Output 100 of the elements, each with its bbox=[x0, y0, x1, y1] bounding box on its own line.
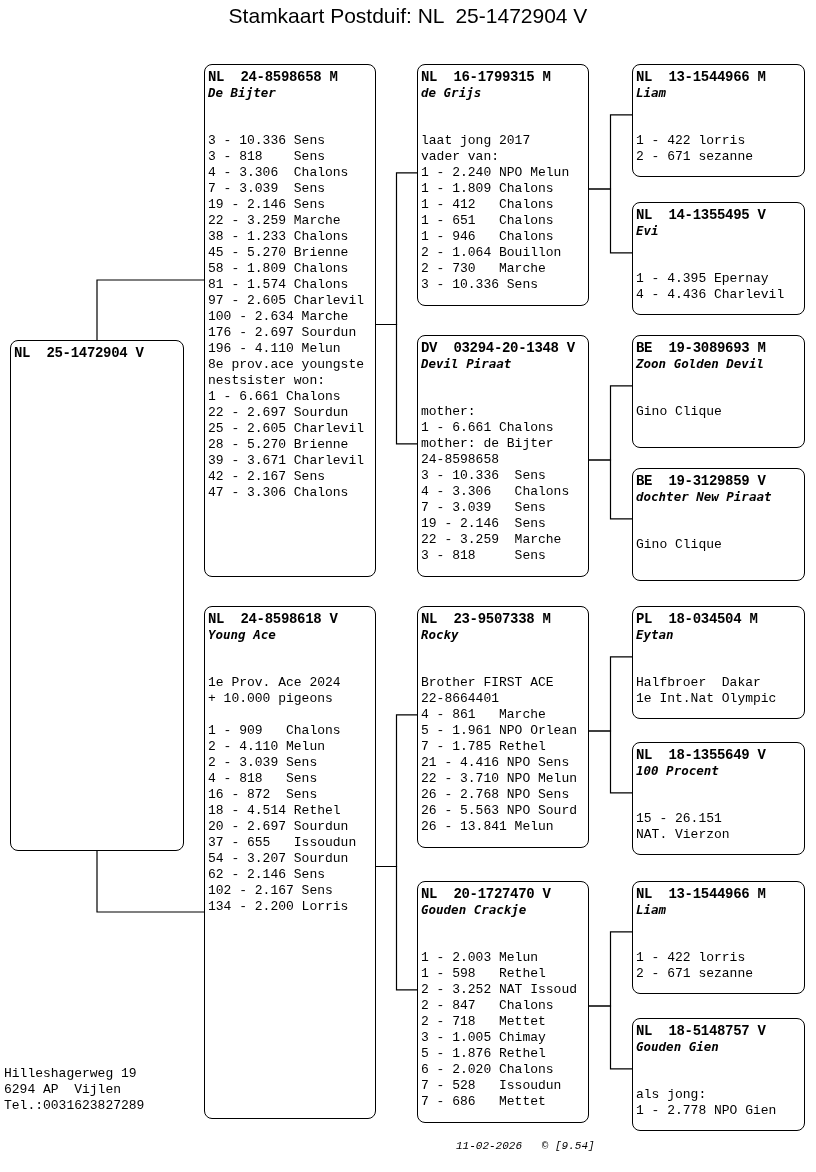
pigeon-name: Young Ace bbox=[208, 627, 276, 643]
connector-line bbox=[588, 459, 633, 520]
pigeon-name: Devil Piraat bbox=[421, 356, 512, 372]
pedigree-card bbox=[632, 742, 805, 855]
pigeon-name: Liam bbox=[636, 85, 667, 101]
result-line: Halfbroer Dakar bbox=[636, 675, 761, 691]
result-line: 3 - 10.336 Sens bbox=[421, 277, 539, 293]
pigeon-name: Zoon Golden Devil bbox=[636, 356, 764, 372]
ring-number: PL 18-034504 M bbox=[636, 611, 758, 627]
result-line: 26 - 2.768 NPO Sens bbox=[421, 787, 570, 803]
result-line: 81 - 1.574 Chalons bbox=[208, 277, 349, 293]
ring-number: NL 16-1799315 M bbox=[421, 69, 551, 85]
connector-line bbox=[96, 279, 205, 341]
result-line: 102 - 2.167 Sens bbox=[208, 883, 333, 899]
pedigree-card bbox=[632, 64, 805, 177]
result-line: 62 - 2.146 Sens bbox=[208, 867, 326, 883]
result-line: 1 - 2.778 NPO Gien bbox=[636, 1103, 777, 1119]
result-line: 2 - 671 sezanne bbox=[636, 966, 754, 982]
result-line: 28 - 5.270 Brienne bbox=[208, 437, 349, 453]
result-line: 4 - 3.306 Chalons bbox=[208, 165, 349, 181]
pigeon-name: Liam bbox=[636, 902, 667, 918]
result-line: 16 - 872 Sens bbox=[208, 787, 318, 803]
pedigree-card bbox=[204, 64, 376, 577]
pigeon-name: Gouden Gien bbox=[636, 1039, 719, 1055]
result-line: 1 - 6.661 Chalons bbox=[208, 389, 341, 405]
result-line: 5 - 1.961 NPO Orlean bbox=[421, 723, 578, 739]
pedigree-card bbox=[632, 881, 805, 994]
ring-number: NL 14-1355495 V bbox=[636, 207, 766, 223]
pedigree-card bbox=[632, 468, 805, 581]
result-line: 45 - 5.270 Brienne bbox=[208, 245, 349, 261]
result-line: 100 - 2.634 Marche bbox=[208, 309, 349, 325]
result-line: 1 - 598 Rethel bbox=[421, 966, 546, 982]
ring-number: NL 13-1544966 M bbox=[636, 69, 766, 85]
ring-number: NL 24-8598658 M bbox=[208, 69, 338, 85]
result-line: 22 - 3.259 Marche bbox=[421, 532, 562, 548]
result-line: 19 - 2.146 Sens bbox=[208, 197, 326, 213]
result-line: 1e Prov. Ace 2024 bbox=[208, 675, 341, 691]
result-line: 38 - 1.233 Chalons bbox=[208, 229, 349, 245]
result-line: 3 - 818 Sens bbox=[208, 149, 326, 165]
address-line: Hilleshagerweg 19 bbox=[4, 1066, 137, 1082]
result-line: nestsister won: bbox=[208, 373, 326, 389]
result-line: 1 - 2.240 NPO Melun bbox=[421, 165, 570, 181]
result-line: 4 - 4.436 Charlevil bbox=[636, 287, 785, 303]
result-line: 1 - 422 lorris bbox=[636, 133, 746, 149]
result-line: 21 - 4.416 NPO Sens bbox=[421, 755, 570, 771]
result-line: 26 - 5.563 NPO Sourd bbox=[421, 803, 578, 819]
result-line: 1 - 1.809 Chalons bbox=[421, 181, 554, 197]
pigeon-name: Rocky bbox=[421, 627, 459, 643]
result-line: 6 - 2.020 Chalons bbox=[421, 1062, 554, 1078]
pigeon-name: Eytan bbox=[636, 627, 674, 643]
pedigree-card bbox=[417, 64, 589, 306]
result-line: 19 - 2.146 Sens bbox=[421, 516, 546, 532]
result-line: 3 - 10.336 Sens bbox=[421, 468, 546, 484]
result-line: 97 - 2.605 Charlevil bbox=[208, 293, 365, 309]
pedigree-card bbox=[204, 606, 376, 1119]
connector-line bbox=[588, 730, 633, 794]
result-line: 7 - 528 Issoudun bbox=[421, 1078, 562, 1094]
result-line: 39 - 3.671 Charlevil bbox=[208, 453, 365, 469]
result-line: 1 - 412 Chalons bbox=[421, 197, 554, 213]
result-line: 7 - 1.785 Rethel bbox=[421, 739, 546, 755]
pigeon-name: Evi bbox=[636, 223, 659, 239]
result-line: 1e Int.Nat Olympic bbox=[636, 691, 777, 707]
result-line: 22-8664401 bbox=[421, 691, 499, 707]
result-line: 15 - 26.151 bbox=[636, 811, 722, 827]
result-line: als jong: bbox=[636, 1087, 707, 1103]
ring-number: NL 18-5148757 V bbox=[636, 1023, 766, 1039]
result-line: vader van: bbox=[421, 149, 499, 165]
pedigree-card bbox=[417, 606, 589, 848]
result-line: 2 - 718 Mettet bbox=[421, 1014, 546, 1030]
ring-number: DV 03294-20-1348 V bbox=[421, 340, 575, 356]
pedigree-card bbox=[632, 606, 805, 719]
result-line: 7 - 3.039 Sens bbox=[208, 181, 326, 197]
result-line: 22 - 3.710 NPO Melun bbox=[421, 771, 578, 787]
result-line: 1 - 651 Chalons bbox=[421, 213, 554, 229]
ring-number: NL 20-1727470 V bbox=[421, 886, 551, 902]
ring-number: NL 13-1544966 M bbox=[636, 886, 766, 902]
result-line: 20 - 2.697 Sourdun bbox=[208, 819, 349, 835]
pigeon-name: 100 Procent bbox=[636, 763, 719, 779]
connector-line bbox=[375, 865, 418, 991]
result-line: 1 - 2.003 Melun bbox=[421, 950, 539, 966]
result-line: 37 - 655 Issoudun bbox=[208, 835, 357, 851]
connector-line bbox=[588, 1005, 633, 1070]
pedigree-card bbox=[632, 202, 805, 315]
result-line: + 10.000 pigeons bbox=[208, 691, 333, 707]
pedigree-card bbox=[417, 335, 589, 577]
result-line: 196 - 4.110 Melun bbox=[208, 341, 341, 357]
result-line: 4 - 861 Marche bbox=[421, 707, 546, 723]
result-line: 8e prov.ace youngste bbox=[208, 357, 365, 373]
result-line: 2 - 730 Marche bbox=[421, 261, 546, 277]
pedigree-card bbox=[417, 881, 589, 1123]
pedigree-card bbox=[632, 335, 805, 448]
result-line: Gino Clique bbox=[636, 404, 722, 420]
result-line: 25 - 2.605 Charlevil bbox=[208, 421, 365, 437]
result-line: 58 - 1.809 Chalons bbox=[208, 261, 349, 277]
result-line: 47 - 3.306 Chalons bbox=[208, 485, 349, 501]
result-line: mother: bbox=[421, 404, 476, 420]
result-line: 3 - 818 Sens bbox=[421, 548, 546, 564]
result-line: 2 - 671 sezanne bbox=[636, 149, 754, 165]
result-line: Brother FIRST ACE bbox=[421, 675, 554, 691]
ring-number: NL 24-8598618 V bbox=[208, 611, 338, 627]
